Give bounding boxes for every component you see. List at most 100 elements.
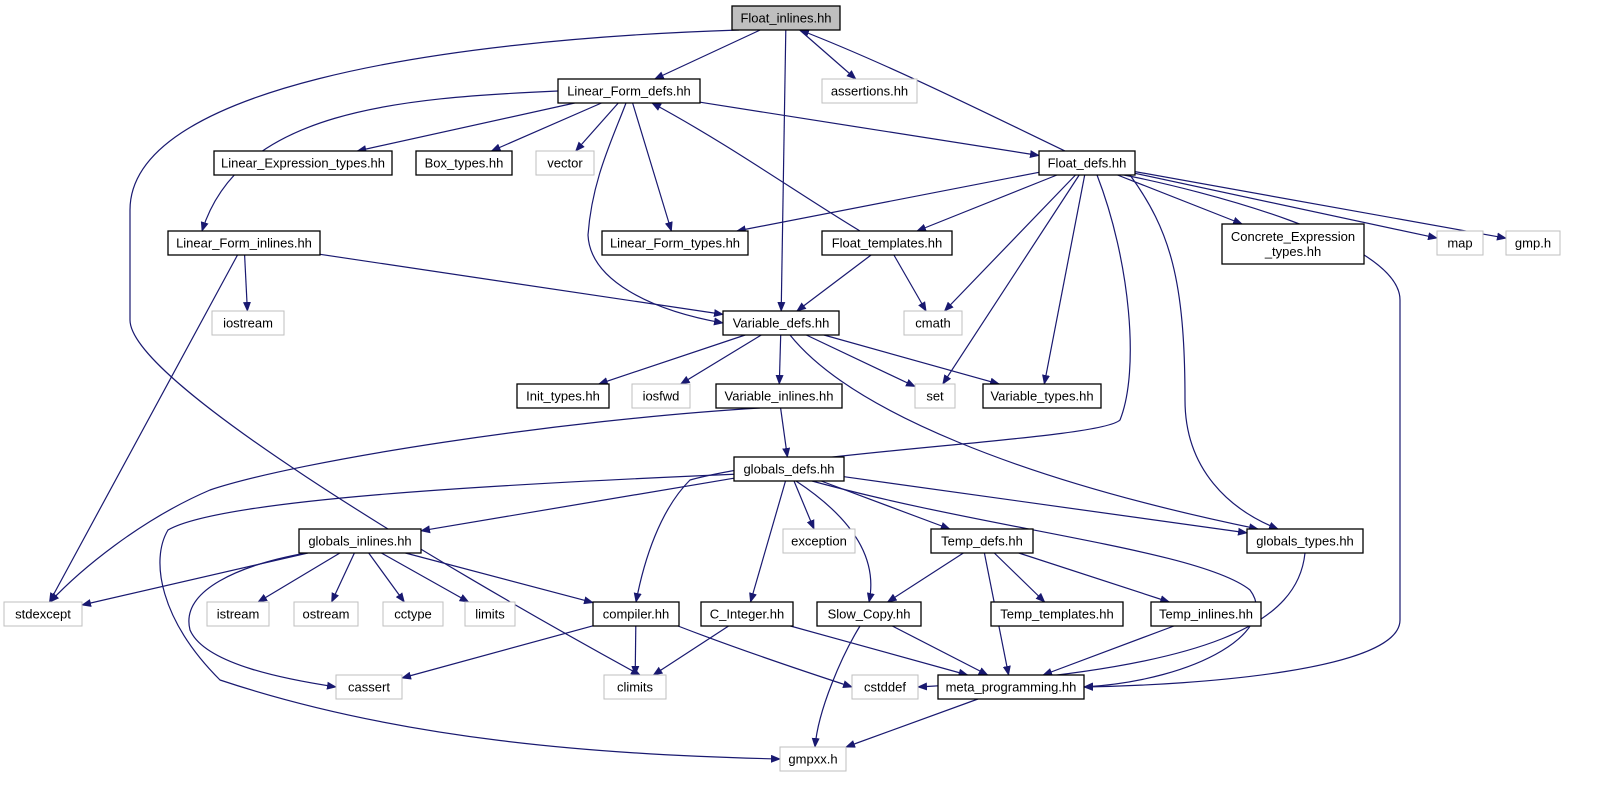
node-label: C_Integer.hh [710,607,784,622]
edge-variable-defs-hh-to-set [806,334,916,388]
node-label: globals_inlines.hh [308,534,411,549]
edge-globals-inlines-hh-to-stdexcept [81,552,309,607]
node-label: Concrete_Expression [1231,229,1355,244]
edge-temp-defs-hh-to-temp-inlines-hh [1018,552,1171,604]
file-node-concrete-expression-types-hh[interactable]: Concrete_Expression_types.hh [1221,223,1365,265]
node-label: meta_programming.hh [946,680,1077,695]
edge-float-defs-hh-to-concrete-expression-types-hh [1117,174,1244,225]
file-node-temp-inlines-hh[interactable]: Temp_inlines.hh [1150,601,1262,627]
edge-linear-form-inlines-hh-to-iostream [242,254,251,312]
file-node-c-integer-hh[interactable]: C_Integer.hh [700,601,794,627]
node-box [601,230,749,256]
file-node-float-templates-hh[interactable]: Float_templates.hh [821,230,953,256]
file-node-gmpxx-h: gmpxx.h [779,746,847,772]
edge-float-inlines-hh-to-linear-form-defs-hh [653,29,761,80]
file-node-linear-form-defs-hh[interactable]: Linear_Form_defs.hh [557,78,701,104]
edge-float-defs-hh-to-map [1134,172,1438,241]
edge-linear-form-defs-hh-to-variable-defs-hh [587,102,724,326]
edge-temp-defs-hh-to-temp-templates-hh [993,552,1046,603]
file-node-variable-defs-hh[interactable]: Variable_defs.hh [722,310,840,336]
node-box [516,383,610,409]
file-node-cctype: cctype [382,601,444,627]
file-node-globals-inlines-hh[interactable]: globals_inlines.hh [298,528,422,554]
node-label: map [1447,236,1472,251]
edge-float-defs-hh-to-set [942,174,1080,385]
file-node-slow-copy-hh[interactable]: Slow_Copy.hh [816,601,922,627]
file-node-box-types-hh[interactable]: Box_types.hh [415,150,513,176]
edge-linear-form-inlines-hh-to-variable-defs-hh [319,253,724,318]
node-label: istream [217,607,260,622]
file-node-temp-defs-hh[interactable]: Temp_defs.hh [930,528,1034,554]
node-box [211,310,285,336]
file-node-globals-types-hh[interactable]: globals_types.hh [1246,528,1364,554]
node-label: Temp_defs.hh [941,534,1023,549]
node-box [903,310,963,336]
node-box [293,601,359,627]
node-box [213,150,393,176]
edge-globals-inlines-hh-to-cassert [188,552,337,690]
file-node-linear-form-types-hh[interactable]: Linear_Form_types.hh [601,230,749,256]
edge-globals-inlines-hh-to-limits [381,552,470,603]
node-box [167,230,321,256]
node-box [930,528,1034,554]
file-node-meta-programming-hh[interactable]: meta_programming.hh [937,674,1085,700]
edge-float-defs-hh-to-variable-types-hh [1042,174,1086,385]
edge-globals-defs-hh-to-globals-inlines-hh [420,477,735,534]
edge-float-templates-hh-to-linear-form-defs-hh [651,102,861,232]
edge-float-inlines-hh-to-climits [129,29,740,676]
edge-float-inlines-hh-to-assertions-hh [799,29,857,80]
node-box [779,746,847,772]
file-node-temp-templates-hh[interactable]: Temp_templates.hh [990,601,1124,627]
node-label: Init_types.hh [526,389,600,404]
node-label: compiler.hh [603,607,669,622]
node-box [982,383,1102,409]
node-label: ostream [303,607,350,622]
file-node-globals-defs-hh[interactable]: globals_defs.hh [733,456,845,482]
file-node-compiler-hh[interactable]: compiler.hh [592,601,680,627]
edge-linear-form-defs-hh-to-float-defs-hh [699,101,1040,159]
node-label: Variable_inlines.hh [725,389,834,404]
node-label: iosfwd [643,389,680,404]
node-box [1038,150,1136,176]
edge-globals-defs-hh-to-exception [793,480,815,530]
node-box [722,310,840,336]
edge-compiler-hh-to-cstddef [677,625,853,689]
file-node-variable-types-hh[interactable]: Variable_types.hh [982,383,1102,409]
file-node-init-types-hh[interactable]: Init_types.hh [516,383,610,409]
edge-float-defs-hh-to-compiler-hh [633,174,1131,603]
node-box [715,383,843,409]
file-node-cmath: cmath [903,310,963,336]
node-label: cctype [394,607,432,622]
edge-float-defs-hh-to-meta-programming-hh [1083,174,1401,691]
node-label: stdexcept [15,607,71,622]
node-label: limits [475,607,505,622]
edge-variable-defs-hh-to-variable-types-hh [823,334,1001,386]
node-box [1150,601,1262,627]
node-box [1505,230,1561,256]
edge-slow-copy-hh-to-gmpxx-h [811,625,861,748]
node-box [1221,223,1365,265]
edge-compiler-hh-to-climits [631,625,640,676]
node-box [3,601,83,627]
file-node-linear-form-inlines-hh[interactable]: Linear_Form_inlines.hh [167,230,321,256]
edge-c-integer-hh-to-climits [652,625,729,676]
edge-float-defs-hh-to-cmath [943,174,1076,312]
node-box [937,674,1085,700]
file-node-cassert: cassert [335,674,403,700]
file-node-linear-expression-types-hh[interactable]: Linear_Expression_types.hh [213,150,393,176]
edge-variable-defs-hh-to-iosfwd [679,334,762,385]
node-box [733,456,845,482]
file-node-variable-inlines-hh[interactable]: Variable_inlines.hh [715,383,843,409]
edge-float-templates-hh-to-variable-defs-hh [796,254,872,312]
file-node-float-defs-hh[interactable]: Float_defs.hh [1038,150,1136,176]
node-box [851,674,919,700]
edge-variable-defs-hh-to-globals-types-hh [789,334,1259,532]
node-box [816,601,922,627]
node-label: cmath [915,316,950,331]
file-node-float-inlines-hh[interactable]: Float_inlines.hh [731,5,841,31]
node-label: Variable_defs.hh [733,316,830,331]
node-label: gmpxx.h [788,752,837,767]
node-box [206,601,270,627]
file-node-cstddef: cstddef [851,674,919,700]
